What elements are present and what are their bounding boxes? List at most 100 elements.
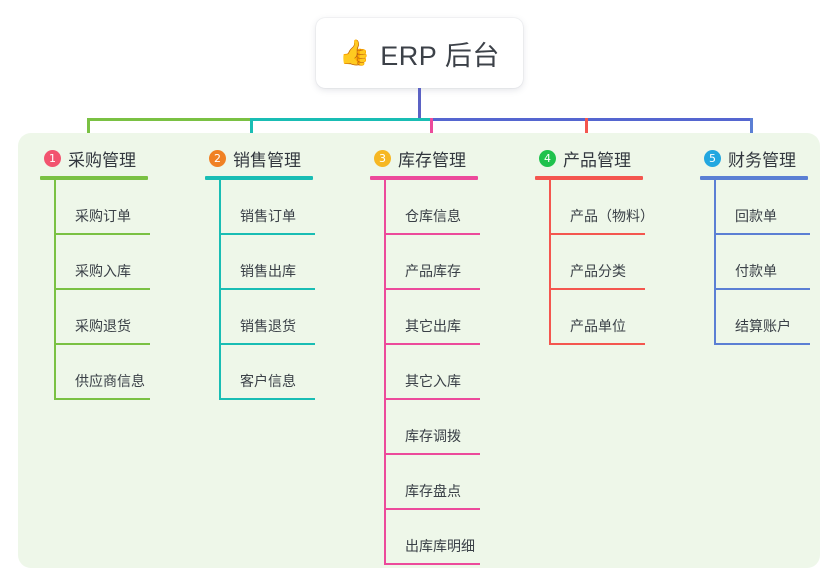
branch-item-rule: [384, 563, 480, 565]
branch-item[interactable]: 产品（物料）: [549, 180, 654, 235]
branch-column-4: 4 产品管理产品（物料） 产品分类产品单位: [535, 146, 654, 345]
branch-item-rule: [384, 398, 480, 400]
branch-item[interactable]: 出库库明细: [384, 510, 480, 565]
branch-item-list: 销售订单销售出库销售退货客户信息: [205, 180, 315, 400]
branch-column-5: 5 财务管理回款单付款单结算账户: [700, 146, 810, 345]
branch-number-badge: 3: [374, 149, 391, 167]
branch-item[interactable]: 库存调拨: [384, 400, 480, 455]
branch-header-2[interactable]: 2 销售管理: [205, 146, 313, 170]
branch-item-label: 产品单位: [570, 318, 626, 334]
branch-item-label: 产品分类: [570, 263, 626, 279]
branch-item-label: 其它入库: [405, 373, 461, 389]
branch-item-rule: [384, 508, 480, 510]
bus-green: [87, 118, 250, 121]
branch-item-label: 采购入库: [75, 263, 131, 279]
branch-item[interactable]: 产品分类: [549, 235, 645, 290]
branch-stem-line: [219, 180, 221, 400]
bus-teal: [250, 118, 430, 121]
branch-item[interactable]: 仓库信息: [384, 180, 480, 235]
branch-column-3: 3 库存管理仓库信息产品库存其它出库其它入库库存调拨库存盘点出库库明细: [370, 146, 480, 565]
branch-item[interactable]: 销售退货: [219, 290, 315, 345]
branch-item-rule: [549, 343, 645, 345]
branch-title: 产品管理: [563, 150, 631, 170]
branch-item-rule: [714, 233, 810, 235]
branch-item[interactable]: 采购订单: [54, 180, 150, 235]
branch-item-rule: [549, 288, 645, 290]
branch-item-label: 产品（物料）: [570, 208, 654, 224]
branch-item-label: 付款单: [735, 263, 777, 279]
branch-item-rule: [54, 343, 150, 345]
branch-item[interactable]: 产品库存: [384, 235, 480, 290]
branch-item-list: 产品（物料） 产品分类产品单位: [535, 180, 654, 345]
thumbs-up-icon: 👍: [339, 38, 371, 67]
branch-item-rule: [384, 453, 480, 455]
branch-title: 采购管理: [68, 150, 136, 170]
branch-item-rule: [219, 343, 315, 345]
branch-item-rule: [384, 288, 480, 290]
branch-item-rule: [384, 343, 480, 345]
branch-item-label: 产品库存: [405, 263, 461, 279]
branch-header-rule: [370, 176, 478, 180]
branch-item-label: 采购订单: [75, 208, 131, 224]
branch-header-rule: [535, 176, 643, 180]
branch-item-rule: [219, 288, 315, 290]
branch-item-list: 仓库信息产品库存其它出库其它入库库存调拨库存盘点出库库明细: [370, 180, 480, 565]
branch-column-2: 2 销售管理销售订单销售出库销售退货客户信息: [205, 146, 315, 400]
branch-item-label: 仓库信息: [405, 208, 461, 224]
branch-title: 库存管理: [398, 150, 466, 170]
branch-item-label: 出库库明细: [405, 538, 475, 554]
bus-blue: [430, 118, 752, 121]
branch-item-rule: [54, 288, 150, 290]
branch-header-5[interactable]: 5 财务管理: [700, 146, 808, 170]
branch-item-label: 库存盘点: [405, 483, 461, 499]
branch-number-badge: 2: [209, 149, 226, 167]
branch-item-label: 销售退货: [240, 318, 296, 334]
branch-header-rule: [700, 176, 808, 180]
branch-stem-line: [54, 180, 56, 400]
branch-item-rule: [219, 398, 315, 400]
branch-item[interactable]: 库存盘点: [384, 455, 480, 510]
branch-item-list: 采购订单采购入库采购退货供应商信息: [40, 180, 150, 400]
branch-item[interactable]: 付款单: [714, 235, 810, 290]
branch-header-4[interactable]: 4 产品管理: [535, 146, 643, 170]
branch-item-rule: [384, 233, 480, 235]
branch-item[interactable]: 其它入库: [384, 345, 480, 400]
branch-title: 财务管理: [728, 150, 796, 170]
branch-item[interactable]: 采购入库: [54, 235, 150, 290]
branch-item-rule: [549, 233, 645, 235]
branch-item[interactable]: 销售订单: [219, 180, 315, 235]
branch-item[interactable]: 采购退货: [54, 290, 150, 345]
branch-number-badge: 4: [539, 149, 556, 167]
branch-item-label: 供应商信息: [75, 373, 145, 389]
branch-title: 销售管理: [233, 150, 301, 170]
branch-item-label: 采购退货: [75, 318, 131, 334]
branch-header-rule: [205, 176, 313, 180]
branch-stem-line: [714, 180, 716, 345]
branch-item-label: 结算账户: [735, 318, 791, 334]
branch-item[interactable]: 供应商信息: [54, 345, 150, 400]
branch-item-rule: [219, 233, 315, 235]
branch-item[interactable]: 产品单位: [549, 290, 645, 345]
branch-item[interactable]: 回款单: [714, 180, 810, 235]
branch-item-label: 客户信息: [240, 373, 296, 389]
branch-item[interactable]: 结算账户: [714, 290, 810, 345]
branch-item-label: 其它出库: [405, 318, 461, 334]
branch-item-rule: [54, 233, 150, 235]
branch-item-rule: [714, 343, 810, 345]
branch-item-label: 销售出库: [240, 263, 296, 279]
branch-item[interactable]: 销售出库: [219, 235, 315, 290]
branch-item-rule: [54, 398, 150, 400]
root-node-title: ERP 后台: [380, 40, 500, 71]
branch-item-label: 库存调拨: [405, 428, 461, 444]
branch-item-label: 销售订单: [240, 208, 296, 224]
branch-number-badge: 5: [704, 149, 721, 167]
branch-item[interactable]: 其它出库: [384, 290, 480, 345]
root-node-card[interactable]: 👍 ERP 后台: [316, 18, 523, 88]
branch-stem-line: [384, 180, 386, 565]
branch-header-3[interactable]: 3 库存管理: [370, 146, 478, 170]
branch-item[interactable]: 客户信息: [219, 345, 315, 400]
branches-panel: [18, 133, 820, 568]
branch-item-label: 回款单: [735, 208, 777, 224]
